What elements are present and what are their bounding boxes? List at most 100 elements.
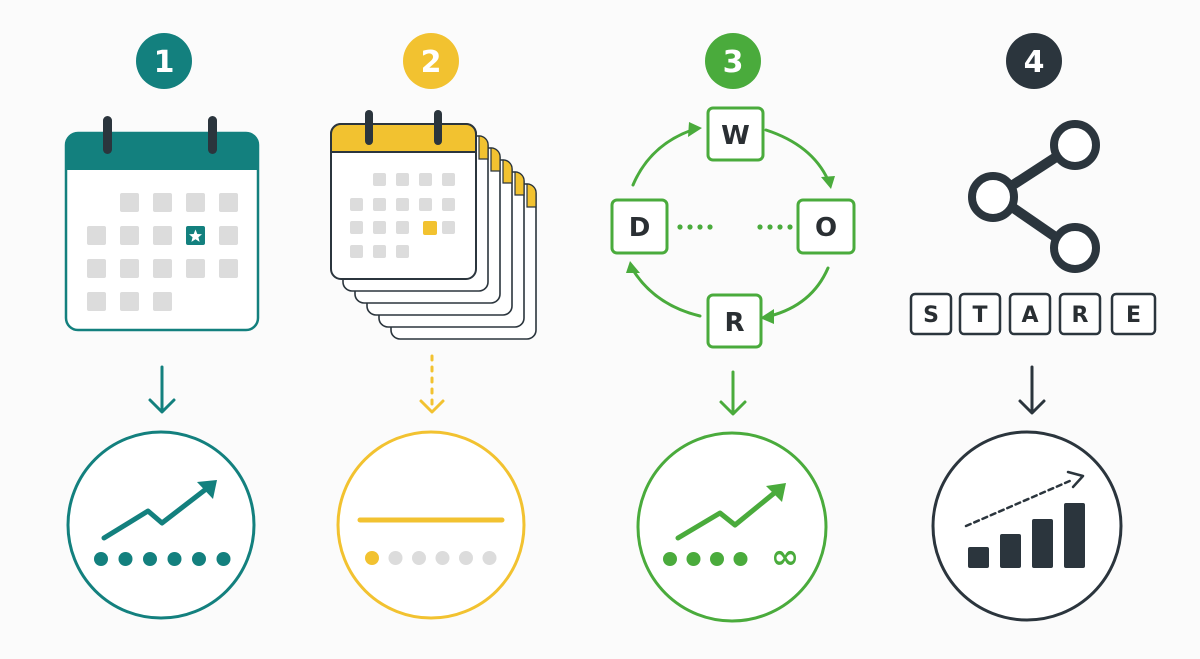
progress-dots-1 bbox=[94, 552, 231, 566]
progress-dot-empty bbox=[459, 551, 473, 565]
progress-dot-filled bbox=[192, 552, 206, 566]
calendar-cell bbox=[87, 226, 106, 245]
svg-text:W: W bbox=[721, 121, 750, 151]
svg-text:E: E bbox=[1126, 303, 1141, 328]
step-3-arrow bbox=[719, 370, 747, 416]
star-cell bbox=[186, 226, 205, 245]
step-1: 1 bbox=[64, 33, 260, 620]
step-1-number: 1 bbox=[154, 45, 175, 80]
svg-text:T: T bbox=[972, 303, 987, 328]
stare-tile-t: T bbox=[958, 292, 1002, 336]
word-cycle-icon: W O R D bbox=[610, 106, 856, 349]
calendar-cell bbox=[120, 259, 139, 278]
progress-dot-empty bbox=[482, 551, 497, 565]
rising-trend-infinity-icon: ∞ bbox=[636, 431, 828, 623]
svg-text:D: D bbox=[629, 213, 651, 243]
calendar-cell bbox=[219, 193, 238, 212]
progress-dot-filled bbox=[686, 552, 701, 566]
calendar-cell bbox=[396, 221, 409, 234]
calendar-cell bbox=[153, 292, 172, 311]
calendar-cell bbox=[419, 173, 432, 186]
progress-dot-empty bbox=[388, 551, 403, 565]
step-2: 2 bbox=[330, 33, 537, 620]
step-3: 3 W bbox=[610, 33, 856, 623]
calendar-cell bbox=[373, 221, 386, 234]
progress-dots-3 bbox=[663, 552, 748, 566]
stacked-page-tab bbox=[490, 147, 501, 172]
calendar-cell bbox=[186, 259, 205, 278]
progress-dot-filled bbox=[94, 552, 108, 566]
calendar-cell bbox=[87, 259, 106, 278]
calendar-cell bbox=[396, 245, 409, 258]
step-4: 4 S T A R E bbox=[909, 33, 1157, 622]
calendar-stack-icon bbox=[330, 110, 537, 340]
calendar-cell bbox=[219, 259, 238, 278]
stare-tile-e: E bbox=[1110, 292, 1157, 336]
svg-text:S: S bbox=[923, 303, 939, 328]
calendar-cell bbox=[350, 221, 363, 234]
highlight-cell bbox=[423, 221, 437, 235]
step-4-arrow bbox=[1018, 365, 1046, 415]
progress-dot-filled bbox=[710, 552, 724, 566]
step-1-arrow bbox=[148, 365, 176, 414]
calendar-cell bbox=[219, 226, 238, 245]
tile-o: O bbox=[796, 198, 856, 255]
calendar-cell bbox=[442, 198, 455, 211]
progress-dot-empty bbox=[435, 551, 450, 565]
calendar-cell bbox=[442, 221, 455, 234]
step-2-number: 2 bbox=[421, 45, 442, 80]
calendar-cell bbox=[120, 292, 139, 311]
calendar-cell bbox=[153, 193, 172, 212]
step-2-badge: 2 bbox=[403, 33, 459, 89]
stacked-page-tab bbox=[514, 171, 525, 196]
stare-tile-a: A bbox=[1008, 292, 1052, 336]
step-1-badge: 1 bbox=[136, 33, 192, 89]
tile-d: D bbox=[610, 198, 669, 255]
svg-text:O: O bbox=[815, 213, 837, 243]
progress-dot-filled bbox=[365, 551, 379, 565]
tile-w: W bbox=[706, 106, 765, 162]
calendar-cell bbox=[373, 173, 386, 186]
flat-line-icon bbox=[336, 430, 526, 620]
step-4-number: 4 bbox=[1024, 45, 1045, 80]
step-4-badge: 4 bbox=[1006, 33, 1062, 89]
stacked-page-tab bbox=[526, 183, 537, 208]
step-3-number: 3 bbox=[723, 45, 744, 80]
step-2-arrow bbox=[419, 354, 445, 414]
svg-text:A: A bbox=[1021, 303, 1038, 328]
calendar-cell bbox=[442, 173, 455, 186]
step-3-badge: 3 bbox=[705, 33, 761, 89]
progress-dot-filled bbox=[733, 552, 748, 566]
calendar-cell bbox=[419, 198, 432, 211]
calendar-star-icon bbox=[64, 116, 260, 332]
calendar-cell bbox=[153, 259, 172, 278]
calendar-cell bbox=[87, 292, 106, 311]
progress-dot-empty bbox=[412, 551, 426, 565]
calendar-cell bbox=[186, 193, 205, 212]
progress-dot-filled bbox=[143, 552, 157, 566]
progress-dot-filled bbox=[167, 552, 182, 566]
stacked-page-tab bbox=[478, 135, 489, 160]
growth-bars-icon bbox=[931, 430, 1123, 622]
tile-r: R bbox=[706, 293, 763, 349]
calendar-cell bbox=[373, 245, 386, 258]
calendar-cell bbox=[373, 198, 386, 211]
progress-dot-filled bbox=[663, 552, 677, 566]
share-icon bbox=[968, 120, 1100, 273]
calendar-cell bbox=[350, 198, 363, 211]
infinity-icon: ∞ bbox=[771, 537, 799, 577]
calendar-cell bbox=[120, 226, 139, 245]
calendar-cell bbox=[396, 198, 409, 211]
svg-text:R: R bbox=[724, 308, 744, 338]
progress-dot-filled bbox=[118, 552, 133, 566]
svg-text:R: R bbox=[1072, 303, 1089, 328]
calendar-cell bbox=[153, 226, 172, 245]
progress-dots-2 bbox=[365, 551, 497, 565]
stare-tile-s: S bbox=[909, 292, 953, 336]
calendar-cell bbox=[120, 193, 139, 212]
calendar-cell bbox=[350, 245, 363, 258]
stacked-page-tab bbox=[502, 159, 513, 184]
stare-tile-r: R bbox=[1058, 292, 1102, 336]
stare-word: S T A R E bbox=[909, 292, 1157, 336]
